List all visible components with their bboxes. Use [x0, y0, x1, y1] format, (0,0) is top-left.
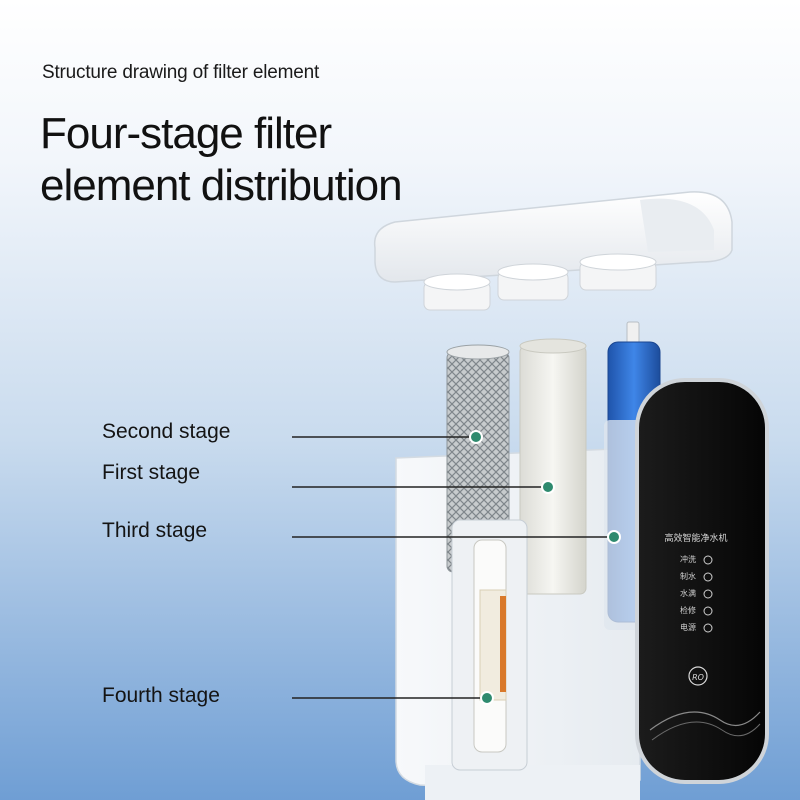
- fourth-stage-cartridge: [451, 519, 528, 771]
- drop-icon: [703, 572, 713, 582]
- ro-badge-icon: [688, 666, 708, 686]
- power-icon: [703, 623, 713, 633]
- fourth-stage-marker: [480, 691, 494, 705]
- cap-connector-1: [423, 273, 491, 311]
- fourth-stage-label: Fourth stage: [102, 684, 220, 707]
- panel-button-service: 检修: [680, 605, 696, 615]
- callout-lines: [292, 430, 621, 705]
- first-stage-cartridge: [519, 338, 587, 595]
- panel-button-power: 电源: [680, 622, 696, 632]
- ro-badge: RO: [692, 673, 704, 682]
- wave-icon: [703, 589, 713, 599]
- title-line-1: Four-stage filter: [40, 109, 332, 158]
- top-cap: [373, 191, 733, 311]
- third-stage-label: Third stage: [102, 519, 208, 542]
- second-stage-label: Second stage: [102, 420, 231, 443]
- control-panel: 高效智能净水机 冲洗 制水 水满 检修 电源 RO: [635, 378, 769, 784]
- cap-connector-3: [579, 253, 657, 291]
- gear-icon: [703, 606, 713, 616]
- third-stage-marker: [607, 530, 621, 544]
- panel-button-flush: 冲洗: [680, 554, 696, 564]
- faucet-icon: [703, 555, 713, 565]
- panel-button-make-water: 制水: [680, 571, 696, 581]
- title-line-2: element distribution: [40, 161, 403, 210]
- cap-connector-2: [497, 263, 569, 301]
- page-title: Four-stage filter element distribution: [40, 108, 460, 212]
- first-stage-marker: [541, 480, 555, 494]
- subtitle: Structure drawing of filter element: [42, 62, 320, 83]
- wave-decoration: [649, 711, 761, 731]
- second-stage-marker: [469, 430, 483, 444]
- panel-button-tank-full: 水满: [680, 588, 696, 598]
- first-stage-label: First stage: [102, 461, 201, 484]
- second-stage-cartridge: [446, 344, 510, 573]
- panel-title: 高效智能净水机: [664, 532, 727, 544]
